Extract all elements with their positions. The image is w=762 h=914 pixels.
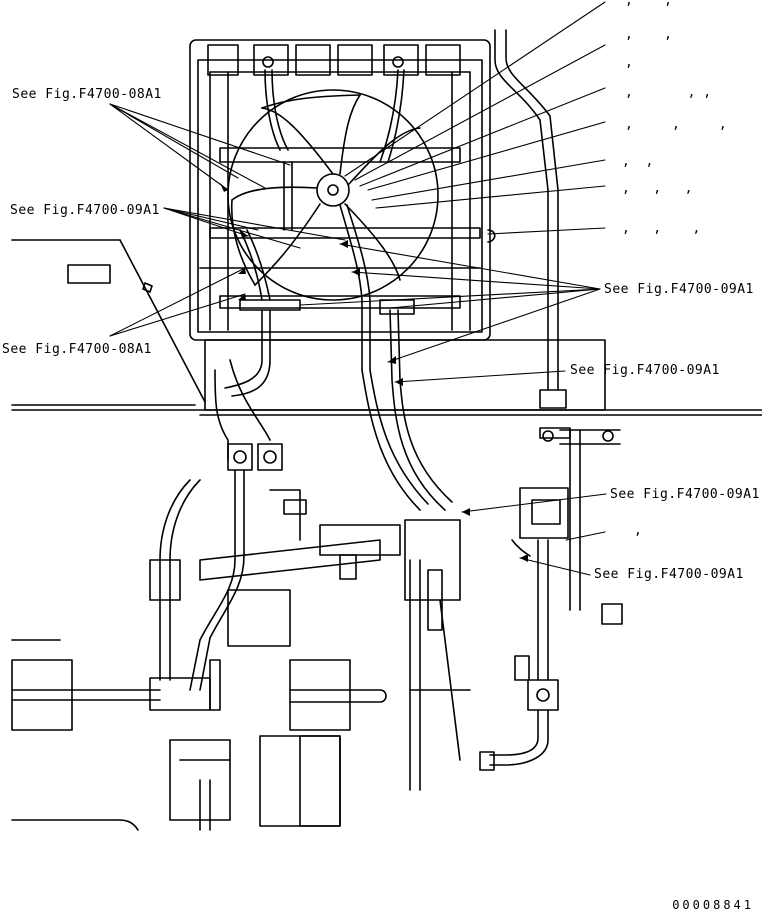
leader-lines-ref-09a1-upper-left [163,207,346,249]
callout-mark-2: , , [625,27,672,42]
leader-lines-ref-09a1-right-3 [461,493,607,513]
drawing-number: 00008841 [672,898,754,912]
leader-lines-ref-09a1-right-4 [519,557,591,576]
small-label-box-right [601,603,623,625]
small-tag-marker [142,282,153,293]
callout-mark-4: , , , [625,85,712,100]
callout-mark-9: , [634,523,642,538]
hose-routing [224,69,453,511]
radiator-frame [189,39,491,341]
leader-lines-ref-08a1-top [109,103,291,191]
ref-label-08a1-top: See Fig.F4700-08A1 [12,87,162,102]
arrowheads [220,183,528,562]
callout-mark-6: , , [622,154,654,169]
ref-label-09a1-right-2: See Fig.F4700-09A1 [570,363,720,378]
leader-lines-ref-09a1-right-2 [394,370,566,383]
ref-label-09a1-upper-left: See Fig.F4700-09A1 [10,203,160,218]
callout-mark-1: , , [625,0,672,8]
callout-mark-8: , , , [622,221,701,236]
callout-leader-lines [344,1,606,541]
motor-unit [11,559,471,831]
lower-pipe-assembly [11,339,762,691]
right-return-tube [487,29,567,409]
callout-mark-5: , , , [625,117,727,132]
leader-lines-ref-08a1-lower-left [109,267,246,337]
callout-mark-7: , , , [622,181,693,196]
ref-label-09a1-right-3: See Fig.F4700-09A1 [610,487,760,502]
ref-label-09a1-right-1: See Fig.F4700-09A1 [604,282,754,297]
right-valve-assembly [479,427,621,771]
ref-label-09a1-right-4: See Fig.F4700-09A1 [594,567,744,582]
ref-label-08a1-lower-left: See Fig.F4700-08A1 [2,342,152,357]
small-label-box-left [67,264,111,284]
leader-lines-ref-09a1-right-1 [299,243,601,363]
callout-mark-3: , [625,55,633,70]
